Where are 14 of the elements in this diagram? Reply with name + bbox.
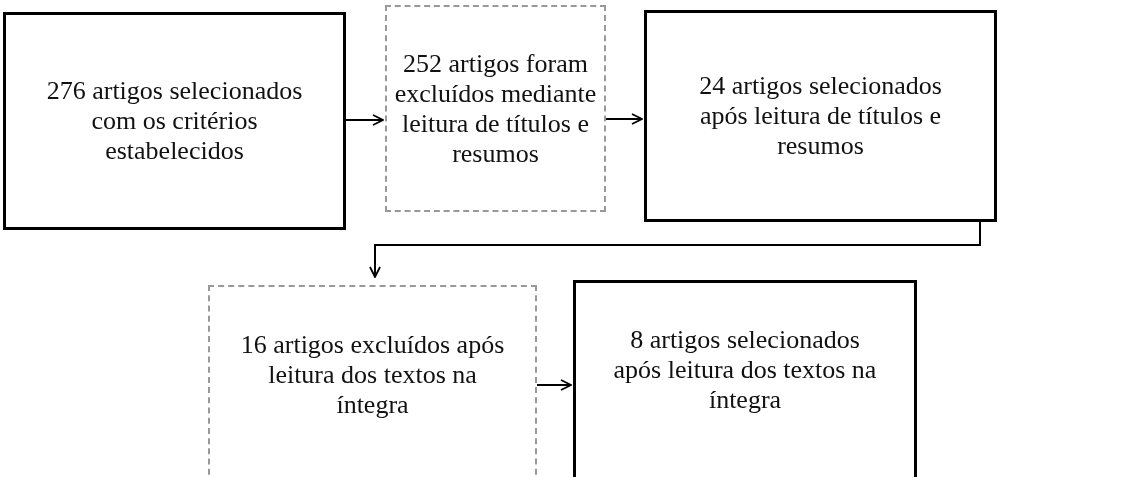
- box-text: 252 artigos foram excluídos mediante leitura de títulos e resumos: [393, 48, 598, 169]
- process-box: [3, 12, 346, 230]
- process-box: [573, 280, 917, 477]
- box-text: 8 artigos selecionados após leitura dos textos na íntegra: [612, 325, 878, 415]
- excluded-box: [208, 285, 537, 477]
- box-text: 276 artigos selecionados com os critérios estabelecidos: [46, 76, 303, 166]
- arrow: [536, 379, 572, 391]
- arrow: [605, 113, 643, 125]
- arrow: [369, 221, 981, 278]
- box-text: 24 artigos selecionados após leitura de títulos e resumos: [698, 71, 943, 161]
- excluded-box: [385, 5, 606, 212]
- arrow: [345, 114, 384, 126]
- process-box: [644, 10, 997, 222]
- box-text: 16 artigos excluídos após leitura dos textos na íntegra: [239, 330, 506, 420]
